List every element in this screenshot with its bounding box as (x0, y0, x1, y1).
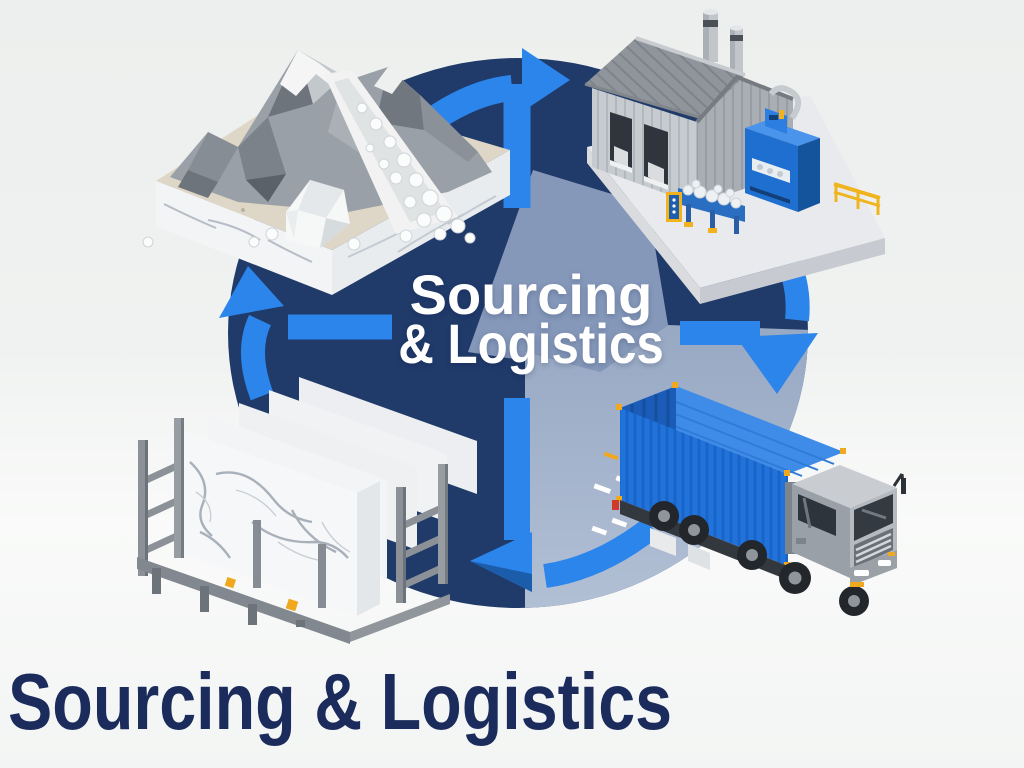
marble-veins (189, 461, 349, 559)
factory-railing (833, 182, 881, 215)
factory-door (610, 112, 632, 173)
arrow-left-icon (219, 266, 392, 401)
factory-icon (584, 9, 885, 304)
page-title: Sourcing & Logistics (8, 657, 673, 746)
container-truck-icon (591, 382, 906, 616)
truck-cab (785, 465, 906, 587)
center-label-line1: Sourcing (409, 263, 653, 326)
rack-frame (137, 418, 450, 644)
quarry-icon (142, 50, 510, 295)
quarry-mountain (170, 50, 492, 234)
quarry-boulder (142, 102, 476, 251)
factory-door (644, 124, 668, 190)
cycle-center-label: Sourcing & Logistics (380, 267, 682, 375)
center-label-line2: & Logistics (398, 312, 664, 375)
arrow-bottom-icon (470, 398, 660, 592)
shipping-container (616, 382, 846, 568)
truck-wheels (649, 501, 869, 616)
factory-machine (666, 85, 881, 234)
marble-slabs (179, 377, 477, 616)
marble-slabs-icon (137, 377, 477, 644)
circle-medium-sector (468, 170, 668, 372)
factory-chimneys (703, 9, 743, 74)
